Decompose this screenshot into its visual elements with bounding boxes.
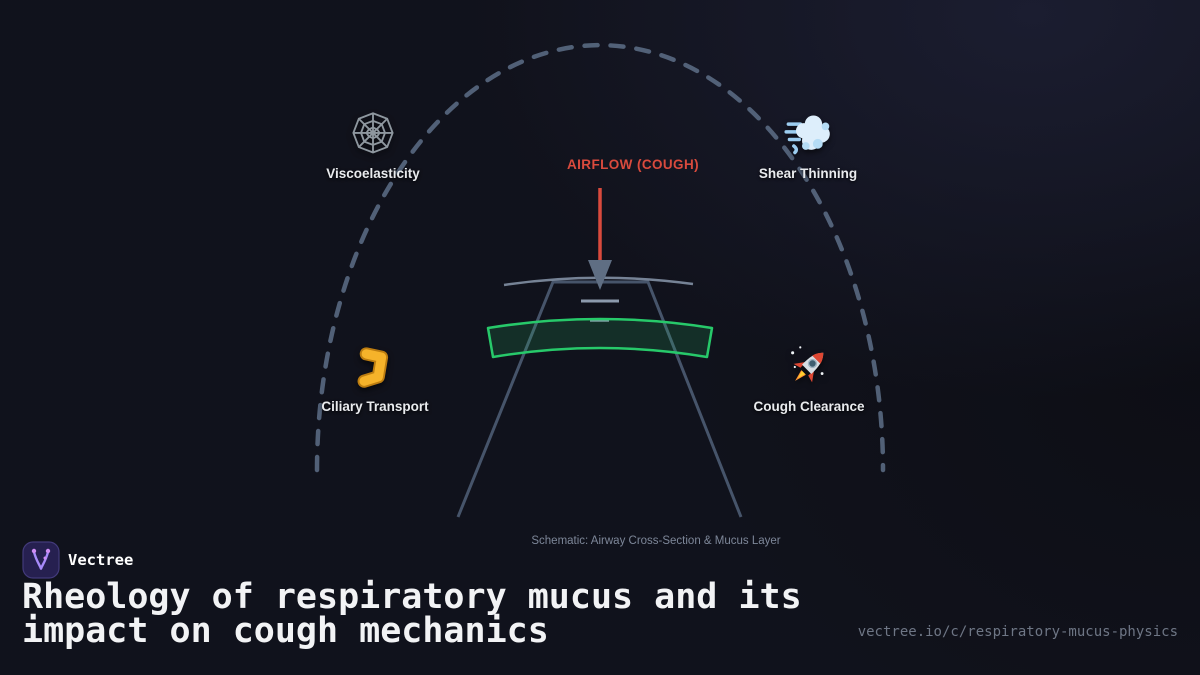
feature-viscoelasticity: Viscoelasticity [283, 110, 463, 181]
page-url: vectree.io/c/respiratory-mucus-physics [857, 624, 1178, 640]
airway-walls [456, 280, 743, 518]
spider-web-icon [352, 112, 394, 154]
feature-ciliary-transport: Ciliary Transport [285, 343, 465, 414]
airflow-label: AIRFLOW (COUGH) [567, 157, 699, 172]
feature-shear-thinning: Shear Thinning [718, 110, 898, 181]
feature-label: Cough Clearance [753, 399, 865, 414]
feature-label: Ciliary Transport [321, 399, 429, 414]
dashed-boundary-arc [314, 42, 886, 473]
diagram-caption: Schematic: Airway Cross-Section & Mucus … [531, 535, 781, 547]
title-line-2: impact on cough mechanics [22, 611, 549, 651]
wind-dash-icon [784, 115, 830, 155]
feature-cough-clearance: Cough Clearance [719, 343, 899, 414]
rocket-icon [791, 346, 824, 383]
feature-label: Viscoelasticity [326, 166, 420, 181]
page-title: Rheology of respiratory mucus and its im… [22, 577, 802, 651]
feature-label: Shear Thinning [758, 166, 858, 181]
airflow-arrowhead-icon [588, 260, 612, 290]
vectree-logo-icon [22, 541, 60, 579]
brand-name: Vectree [68, 551, 134, 569]
leg-icon [357, 347, 389, 388]
mucus-layer-band [486, 317, 714, 359]
title-line-1: Rheology of respiratory mucus and its [22, 577, 802, 617]
